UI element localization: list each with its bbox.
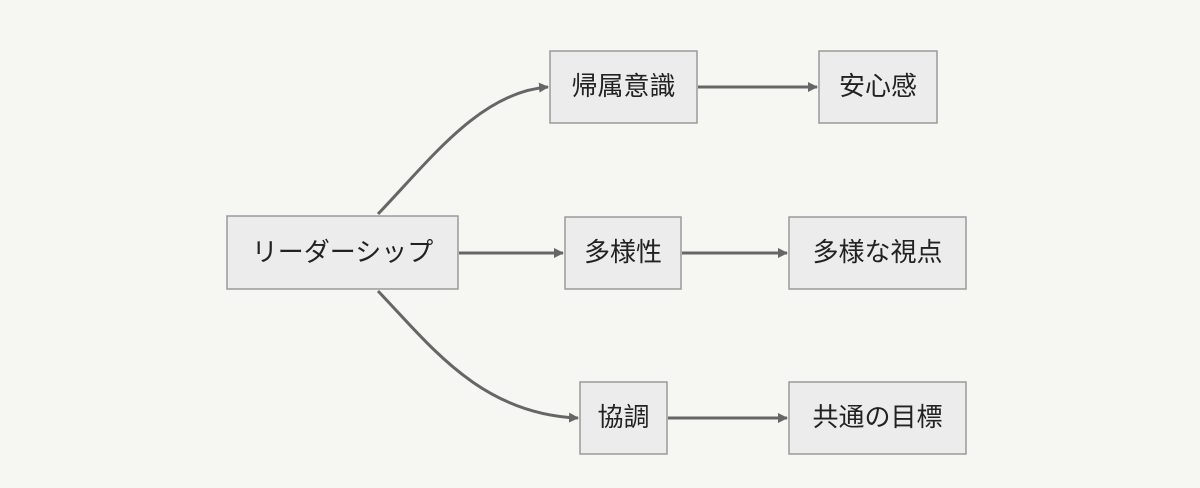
node-security: 安心感: [818, 50, 938, 124]
node-label: 共通の目標: [812, 403, 942, 433]
node-label: 多様な視点: [812, 238, 942, 268]
node-label: 多様性: [584, 238, 662, 268]
edge-leadership-to-cooperation: [376, 289, 579, 423]
node-diversity: 多様性: [564, 216, 682, 290]
node-belonging: 帰属意識: [549, 50, 698, 124]
node-leadership: リーダーシップ: [226, 215, 459, 290]
node-label: 帰属意識: [571, 72, 675, 102]
edges: [376, 82, 818, 423]
edge-leadership-to-belonging: [376, 82, 549, 216]
node-common-goal: 共通の目標: [788, 381, 967, 455]
node-label: 安心感: [839, 72, 917, 102]
node-cooperation: 協調: [579, 381, 668, 455]
node-perspectives: 多様な視点: [788, 216, 967, 290]
node-label: リーダーシップ: [252, 238, 433, 268]
node-label: 協調: [597, 403, 649, 433]
